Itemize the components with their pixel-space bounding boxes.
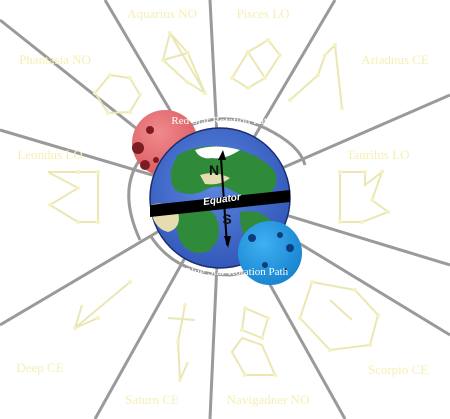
red-path-label: Red Star Rotation Path (171, 115, 273, 127)
sector-label-aries: Ariadnus CE (361, 52, 429, 67)
constellation-scorpio (47, 171, 99, 223)
south-label: S (222, 211, 232, 227)
constellation-pisces (231, 38, 282, 90)
constellation-taurus (339, 169, 391, 223)
sector-label-leo: Navigadner NO (226, 392, 310, 407)
blue-path-label: Blue Star Rotation Path (183, 266, 289, 278)
sector-label-virgo: Saturn CE (125, 392, 179, 407)
constellation-aquarius (161, 30, 208, 96)
star-dots (48, 31, 390, 382)
sector-label-scorpio: Leondus LO (17, 147, 83, 162)
blue-planet (238, 221, 302, 285)
sector-label-cancer: Scorpio CE (367, 362, 429, 377)
constellation-cancer (298, 280, 380, 352)
sector-label-sagittarius: Phantasia NO (19, 52, 91, 67)
sector-label-pisces: Pisces LO (236, 6, 290, 21)
north-label: N (208, 162, 220, 178)
sector-label-aquarius: Aquarius NO (127, 6, 197, 21)
constellation-virgo (167, 304, 196, 381)
constellation-aries (289, 42, 343, 109)
sector-label-taurus: Taurilus LO (346, 147, 410, 162)
constellation-sagittarius (93, 73, 142, 115)
sector-label-libra: Deep CE (16, 360, 64, 375)
constellation-libra (74, 281, 131, 329)
